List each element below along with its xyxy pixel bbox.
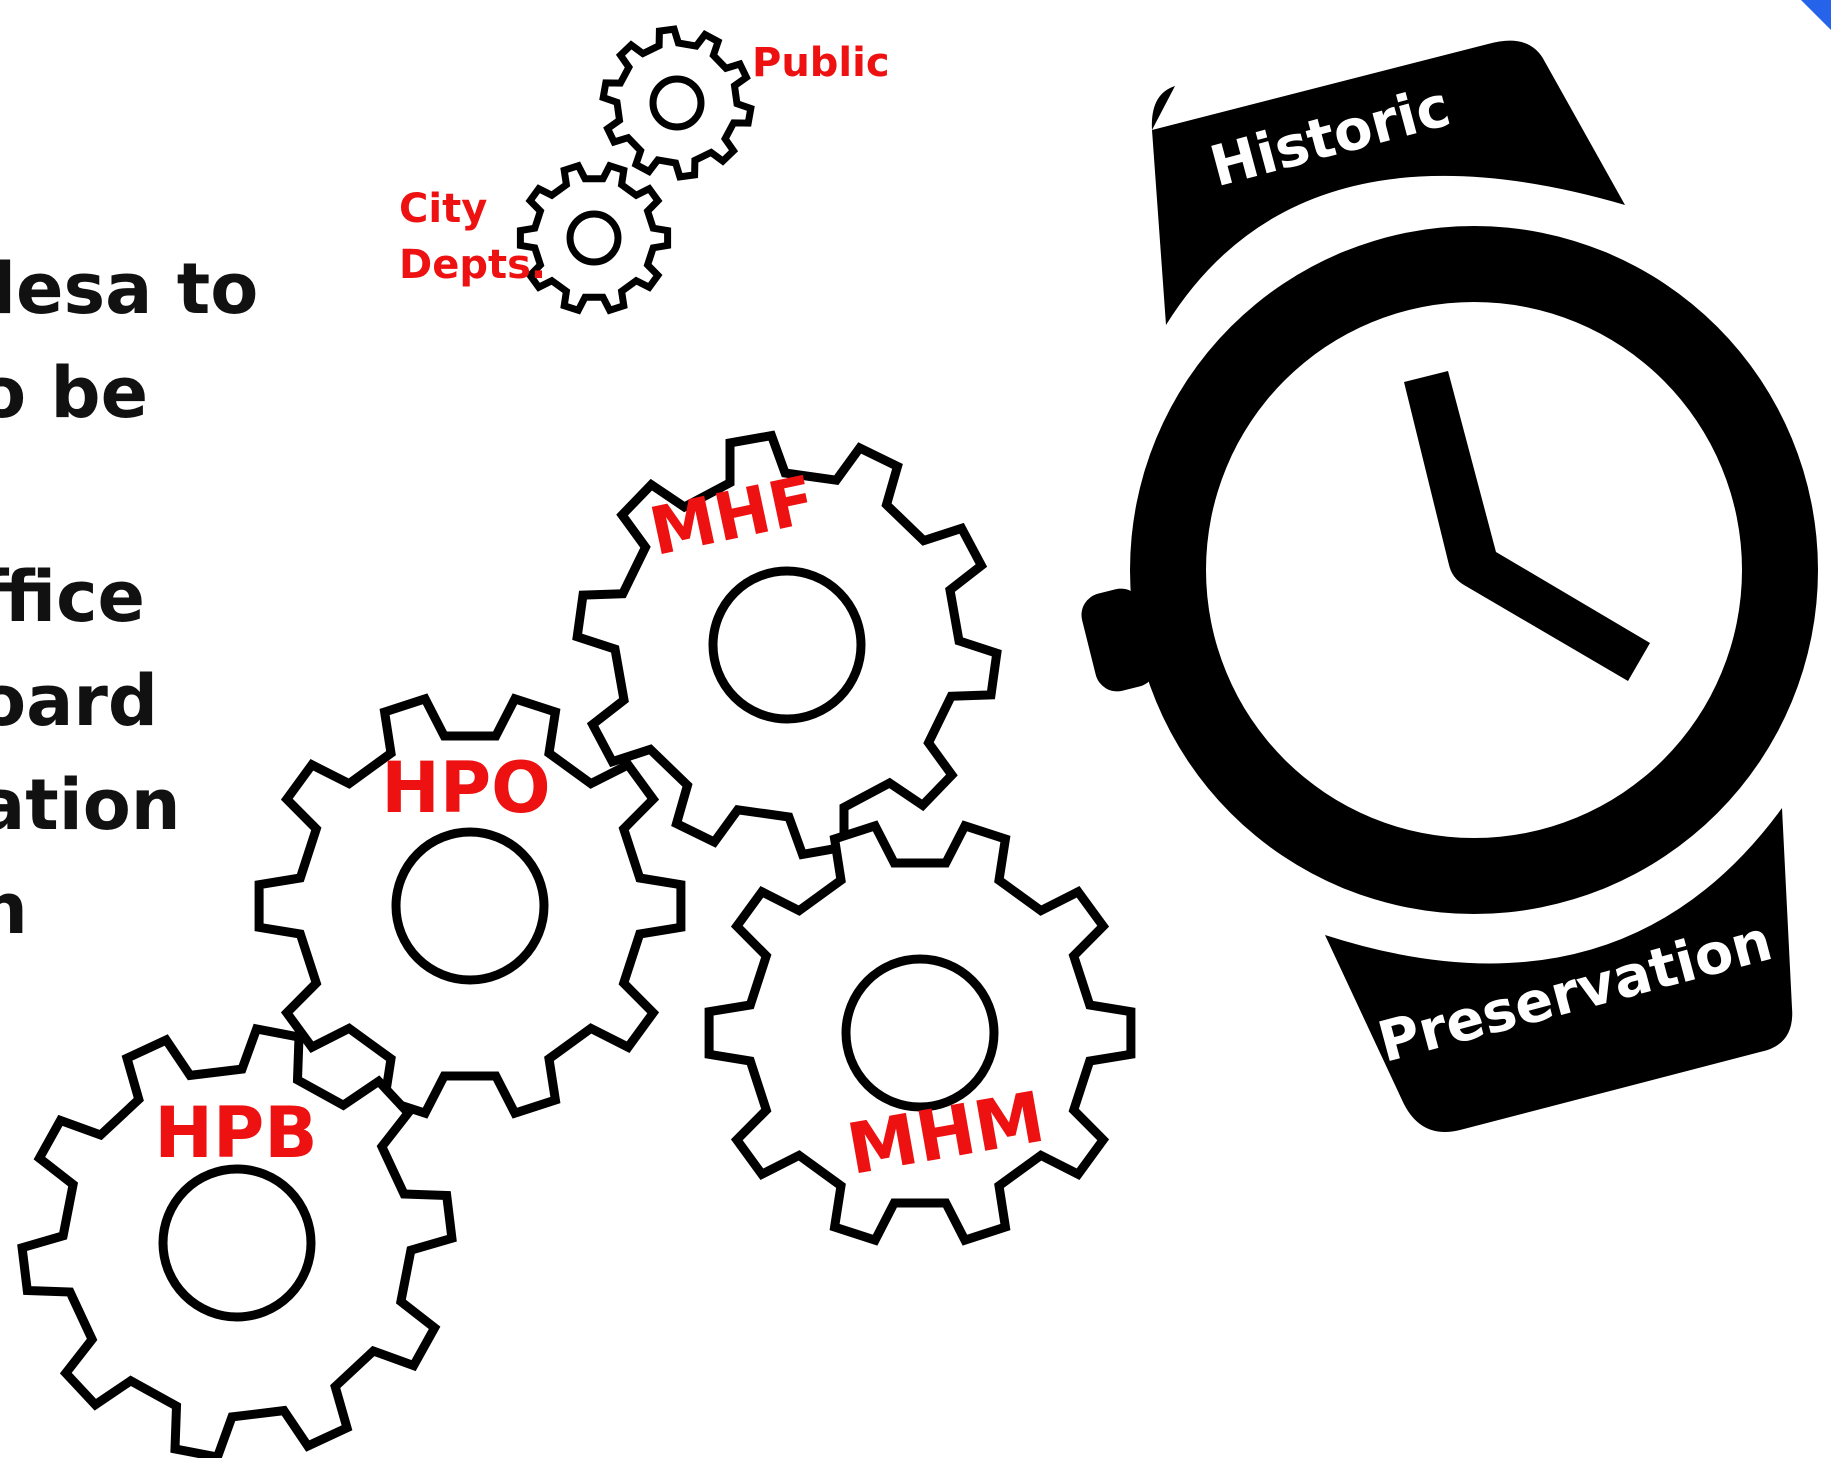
gear-city-depts-hole — [566, 210, 622, 266]
left-text-line-6: n — [0, 868, 28, 950]
gear-hpb-hole — [158, 1164, 316, 1322]
gear-hpo-hole — [391, 827, 549, 985]
corner-decoration — [1801, 0, 1831, 30]
left-text-line-1: lesa to — [0, 248, 259, 330]
left-text-line-5: ation — [0, 764, 181, 846]
label-depts: Depts. — [399, 242, 546, 288]
watch-strap-top — [1151, 40, 1625, 325]
gear-public-hole — [649, 75, 705, 131]
left-text-line-3: ffice — [0, 556, 146, 638]
watch-strap-bottom — [1325, 808, 1793, 1132]
gear-mhm-hole — [841, 954, 999, 1112]
gear-mhf-hole — [708, 566, 866, 724]
watch-hand-hour — [1404, 371, 1650, 681]
left-text-line-2: o be — [0, 352, 149, 434]
label-city: City — [399, 186, 487, 232]
label-hpb: HPB — [154, 1092, 317, 1174]
left-text-line-4: oard — [0, 660, 158, 742]
watch-icon: Historic Preservation — [1081, 40, 1818, 1132]
label-public: Public — [752, 40, 890, 86]
gear-cluster — [17, 25, 1136, 1458]
label-hpo: HPO — [381, 747, 550, 829]
